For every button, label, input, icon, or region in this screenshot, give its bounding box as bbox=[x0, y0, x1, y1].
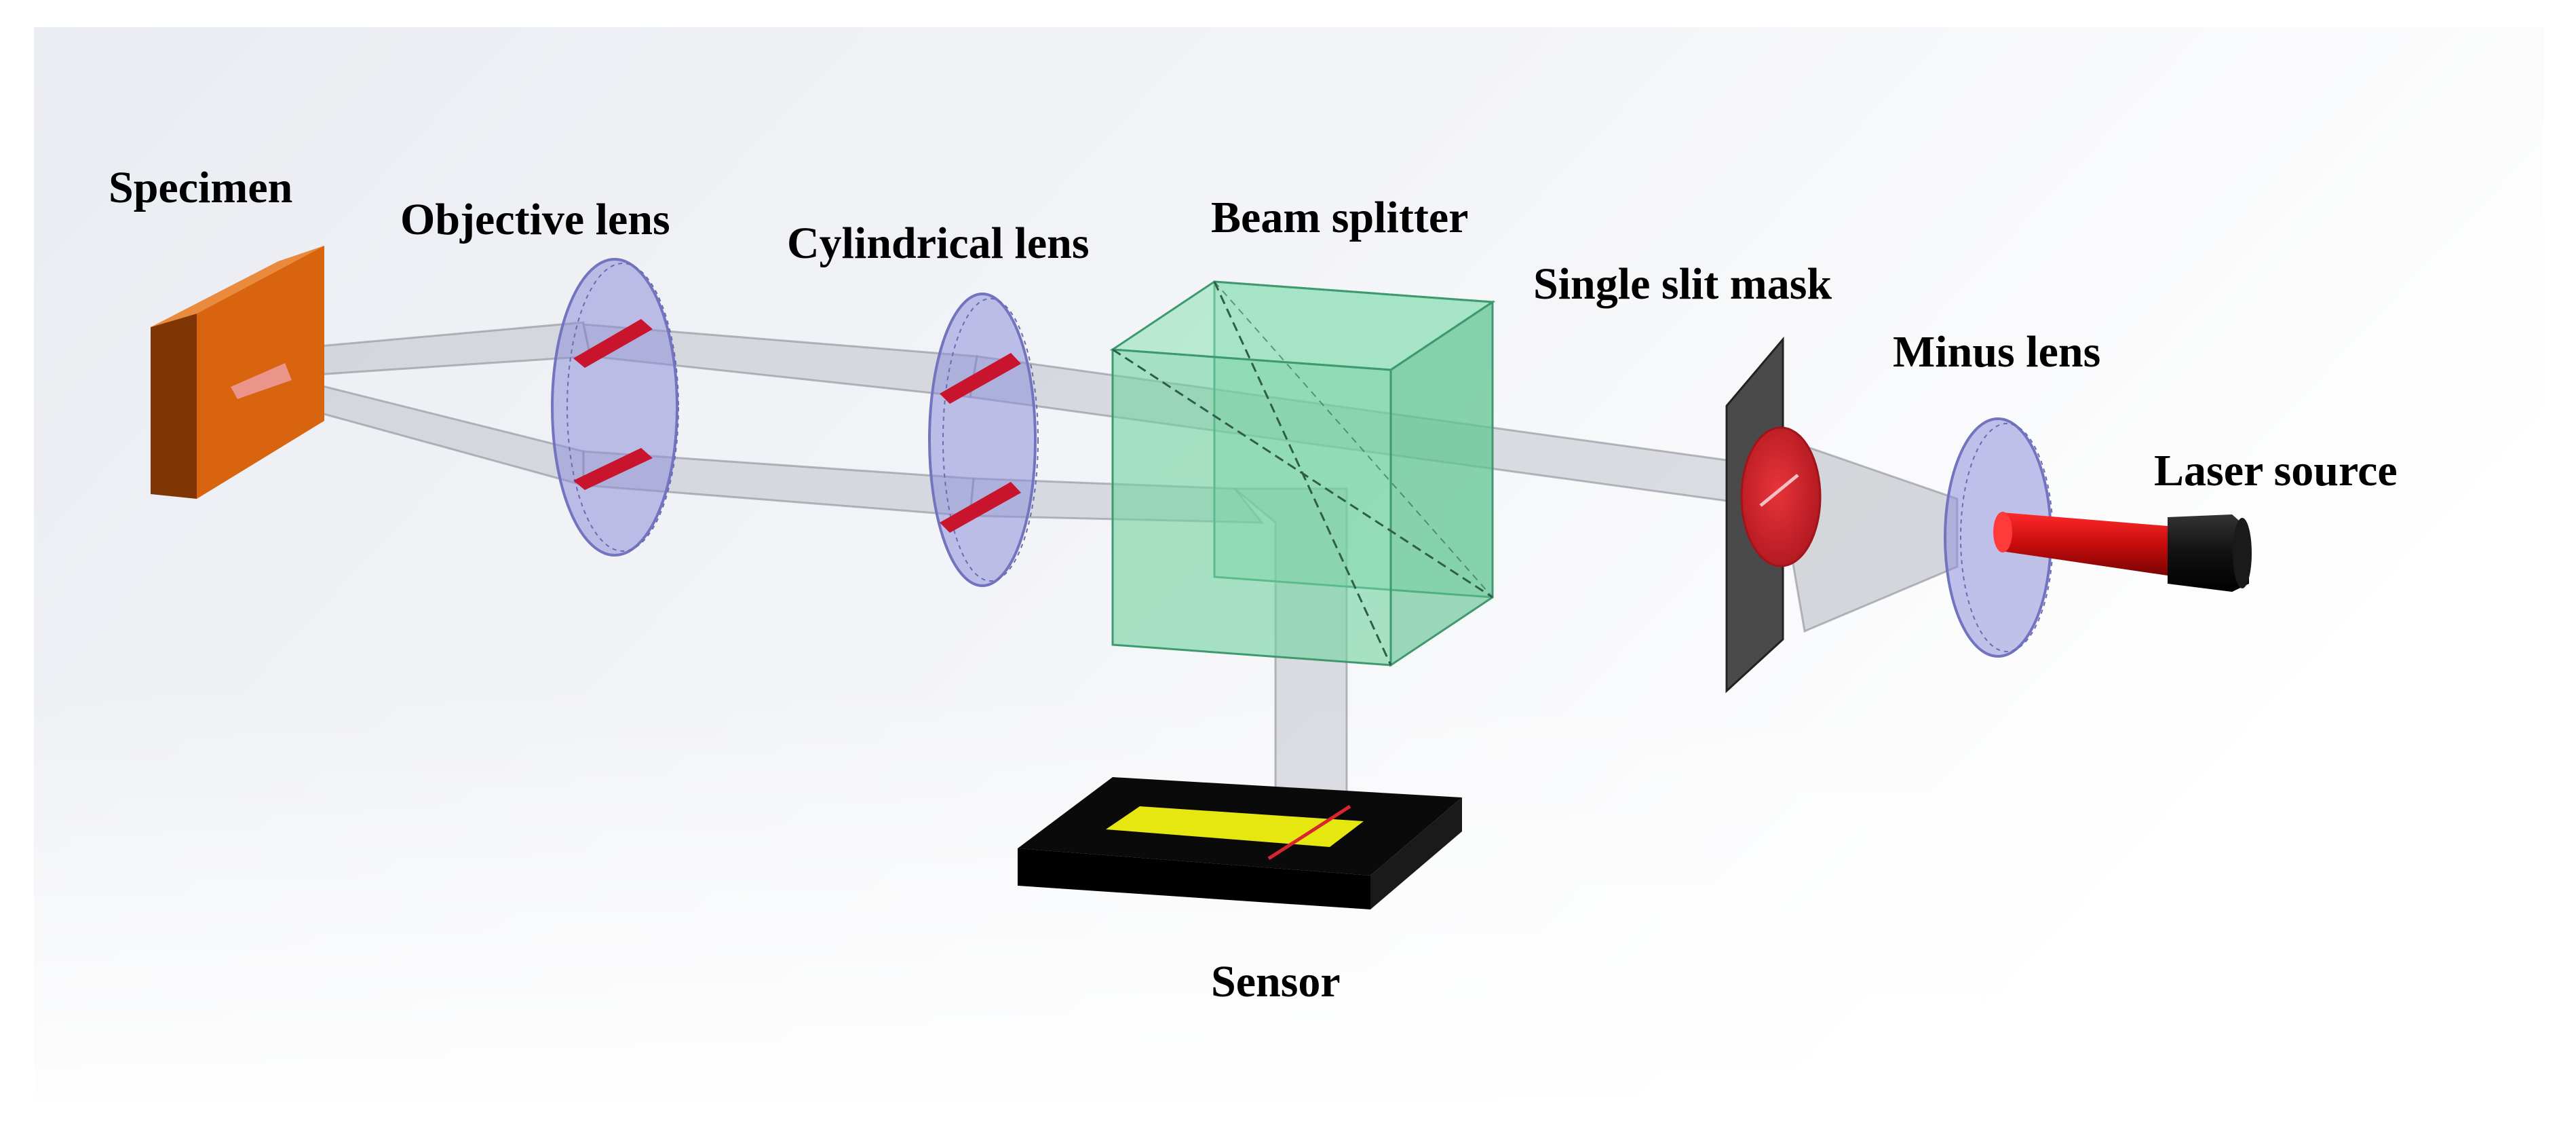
laser-cap bbox=[2168, 514, 2249, 592]
sensor-laser-line bbox=[1267, 804, 1351, 861]
label-minus-lens: Minus lens bbox=[1893, 327, 2100, 377]
sensor-front bbox=[1018, 848, 1370, 909]
beam-splitter-diagonal-3 bbox=[1214, 281, 1493, 598]
label-cylindrical-lens: Cylindrical lens bbox=[787, 219, 1090, 268]
objective-line-lower bbox=[573, 448, 653, 490]
objective-lens-disk bbox=[551, 258, 678, 557]
objective-lens-rim bbox=[566, 263, 679, 552]
laser-body-end bbox=[1993, 512, 2012, 552]
label-laser-source: Laser source bbox=[2154, 446, 2398, 495]
labels: Specimen Objective lens Cylindrical lens… bbox=[109, 163, 2398, 1007]
cylindrical-line-upper bbox=[940, 353, 1021, 404]
beam-splitter-front bbox=[1111, 348, 1392, 666]
laser-body bbox=[2001, 512, 2168, 576]
laser-cap-face bbox=[2233, 518, 2252, 588]
objective-line-upper bbox=[573, 319, 653, 368]
label-beam-splitter: Beam splitter bbox=[1211, 193, 1468, 242]
sensor-side bbox=[1370, 797, 1462, 909]
specimen bbox=[151, 246, 324, 499]
mask-slit bbox=[1759, 474, 1799, 507]
sensor bbox=[1018, 777, 1462, 909]
specimen-top bbox=[151, 246, 324, 327]
cylindrical-line-lower bbox=[940, 482, 1021, 533]
cylindrical-lens bbox=[928, 293, 1039, 587]
beam-splitter-diagonal-2 bbox=[1112, 348, 1493, 599]
cylindrical-lens-disk bbox=[928, 293, 1037, 587]
laser-source bbox=[1993, 512, 2252, 592]
cylindrical-lens-rim bbox=[942, 298, 1039, 582]
label-sensor: Sensor bbox=[1211, 957, 1341, 1007]
specimen-side bbox=[151, 314, 197, 499]
label-single-slit-mask: Single slit mask bbox=[1533, 259, 1832, 309]
label-specimen: Specimen bbox=[109, 163, 292, 212]
single-slit-mask bbox=[1725, 336, 1822, 694]
specimen-spot bbox=[231, 363, 292, 399]
specimen-front bbox=[197, 246, 324, 499]
label-objective-lens: Objective lens bbox=[400, 195, 670, 244]
mask-disk bbox=[1740, 426, 1822, 567]
sensor-chip bbox=[1106, 806, 1364, 847]
beam-splitter bbox=[1109, 280, 1496, 667]
objective-lens bbox=[551, 258, 679, 557]
